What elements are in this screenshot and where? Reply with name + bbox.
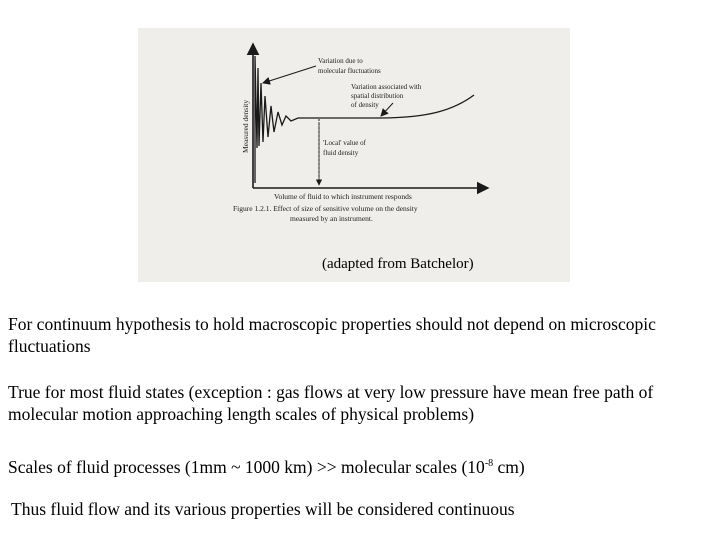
annotation-molecular-line1: Variation due to xyxy=(318,57,363,65)
figure-panel: Measured density Variation due to molecu… xyxy=(138,28,570,282)
annotation-spatial-line2: spatial distribution xyxy=(351,92,404,100)
annotation-local-line2: fluid density xyxy=(323,149,359,157)
density-volume-diagram: Measured density Variation due to molecu… xyxy=(233,42,490,223)
molecular-arrow xyxy=(262,65,317,85)
paragraph-fluid-states: True for most fluid states (exception : … xyxy=(8,382,654,424)
annotation-molecular-line2: molecular fluctuations xyxy=(318,67,381,75)
scales-exponent: -8 xyxy=(484,458,494,470)
annotation-local-line1: 'Local' value of xyxy=(323,139,367,147)
density-curve xyxy=(254,55,475,183)
figure-caption-line2: measured by an instrument. xyxy=(290,214,373,223)
figure-caption-line1: Figure 1.2.1. Effect of size of sensitiv… xyxy=(233,204,418,213)
scales-unit: cm) xyxy=(493,457,525,477)
annotation-spatial-line3: of density xyxy=(351,101,379,109)
scales-text: Scales of fluid processes (1mm ~ 1000 km… xyxy=(8,457,485,477)
x-axis-label: Volume of fluid to which instrument resp… xyxy=(274,192,412,201)
annotation-spatial-line1: Variation associated with xyxy=(351,83,422,91)
paragraph-scales: Scales of fluid processes (1mm ~ 1000 km… xyxy=(8,456,720,478)
spatial-arrow xyxy=(380,102,394,117)
paragraph-continuum-hypothesis: For continuum hypothesis to hold macrosc… xyxy=(8,314,656,356)
paragraph-conclusion: Thus fluid flow and its various properti… xyxy=(11,499,515,519)
figure-attribution: (adapted from Batchelor) xyxy=(322,256,474,272)
y-axis-label: Measured density xyxy=(241,100,250,153)
